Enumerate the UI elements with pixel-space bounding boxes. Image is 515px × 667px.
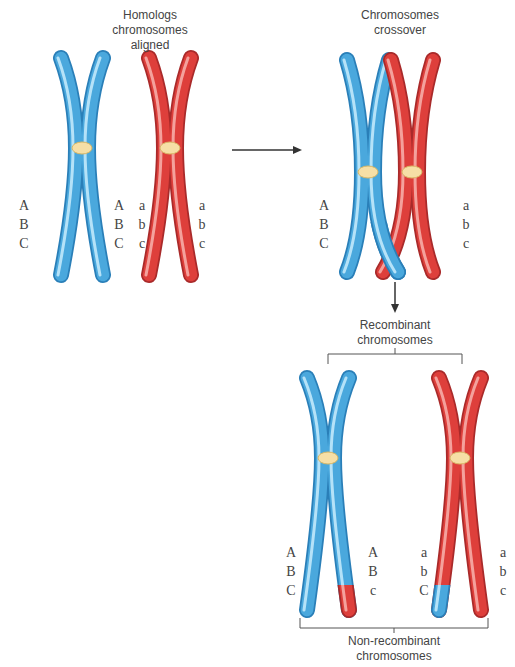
blue-chromosome [304,378,349,610]
chromatid-highlight [304,378,319,610]
stage-heading: Recombinant chromosomes [345,318,445,348]
centromere [358,166,378,178]
allele-label: B [318,217,330,233]
arrow-head [391,304,399,313]
centromere [450,452,470,464]
allele-label: A [18,198,30,214]
allele-label: C [285,583,297,599]
allele-label: A [285,545,297,561]
exchanged-segment [436,585,454,610]
chromatid-highlight [463,378,478,610]
centromere [72,142,92,154]
allele-label: C [318,236,330,252]
chromatid-highlight [85,58,100,275]
allele-label: A [318,198,330,214]
chromatid-highlight [58,58,73,275]
allele-label: C [113,236,125,252]
red-chromosome [146,58,191,275]
allele-label: B [113,217,125,233]
chromatid-highlight [331,378,346,610]
allele-label: c [460,236,472,252]
centromere [318,452,338,464]
arrow-head [293,146,302,154]
process-arrow [232,149,294,151]
stage-heading: Homologs chromosomes aligned [105,8,195,53]
blue-chromosome [58,58,103,275]
chromatid [439,585,454,610]
centromere [402,166,422,178]
group-bracket [300,618,488,633]
chromatid-highlight [415,60,430,272]
stage-heading: Non-recombinant chromosomes [334,634,454,664]
allele-label: c [196,236,208,252]
allele-label: b [460,217,472,233]
allele-label: b [418,564,430,580]
centromere [160,142,180,154]
chromatid-outline [439,585,454,610]
blue-chromosome [344,60,398,272]
chromatid-highlight [436,585,451,610]
chromatid-highlight [331,585,346,610]
crossing-chromatid [371,222,398,272]
allele-label: c [367,583,379,599]
chromatid-highlight [344,60,359,272]
allele-label: B [367,564,379,580]
allele-label: a [196,198,208,214]
chromatid-highlight [146,58,161,275]
chromatid-highlight [173,58,188,275]
allele-label: B [18,217,30,233]
allele-label: c [497,583,509,599]
allele-label: b [497,564,509,580]
allele-label: A [113,198,125,214]
stage-heading: Chromosomes crossover [350,8,450,38]
allele-label: c [136,236,148,252]
allele-label: b [136,217,148,233]
group-bracket [328,348,462,364]
red-chromosome [436,378,481,610]
allele-label: C [418,583,430,599]
allele-label: C [18,236,30,252]
allele-label: A [367,545,379,561]
allele-label: a [460,198,472,214]
allele-label: b [196,217,208,233]
allele-label: a [136,198,148,214]
allele-label: B [285,564,297,580]
allele-label: a [418,545,430,561]
exchanged-segment [331,585,349,610]
process-arrow [394,282,396,305]
chromatid-highlight [436,378,451,610]
allele-label: a [497,545,509,561]
chromatid-highlight [371,222,395,272]
